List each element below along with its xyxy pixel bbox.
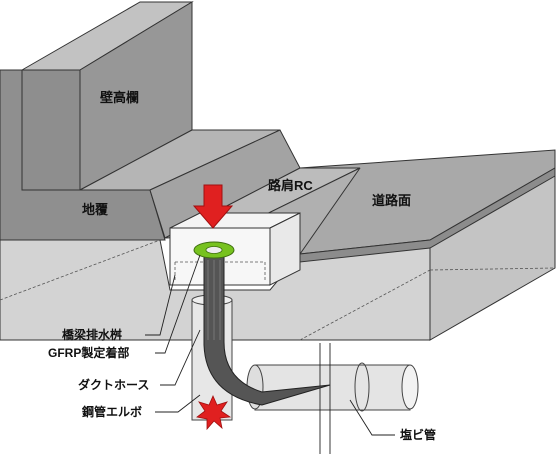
duct-hose <box>203 249 331 406</box>
burst-star-icon <box>196 395 232 431</box>
label-wall-railing: 壁高欄 <box>100 90 139 105</box>
label-bridge-drain: 橋梁排水桝 <box>62 327 122 342</box>
down-arrow-icon <box>192 184 234 229</box>
wall-railing-front <box>21 69 81 191</box>
label-pvc-pipe: 塩ビ管 <box>400 427 436 442</box>
label-duct-hose: ダクトホース <box>78 377 149 392</box>
label-gfrp-fitting: GFRP製定着部 <box>48 345 129 360</box>
pvc-pipe-body <box>254 364 411 411</box>
label-shoulder-rc: 路肩RC <box>268 178 313 193</box>
label-road-surface: 道路面 <box>372 193 411 208</box>
basin-side <box>269 212 301 286</box>
pvc-pipe-end <box>401 364 419 410</box>
label-steel-elbow: 鋼管エルボ <box>81 404 142 419</box>
label-ground-cover: 地覆 <box>82 202 109 217</box>
ground-cover-front <box>0 69 166 241</box>
